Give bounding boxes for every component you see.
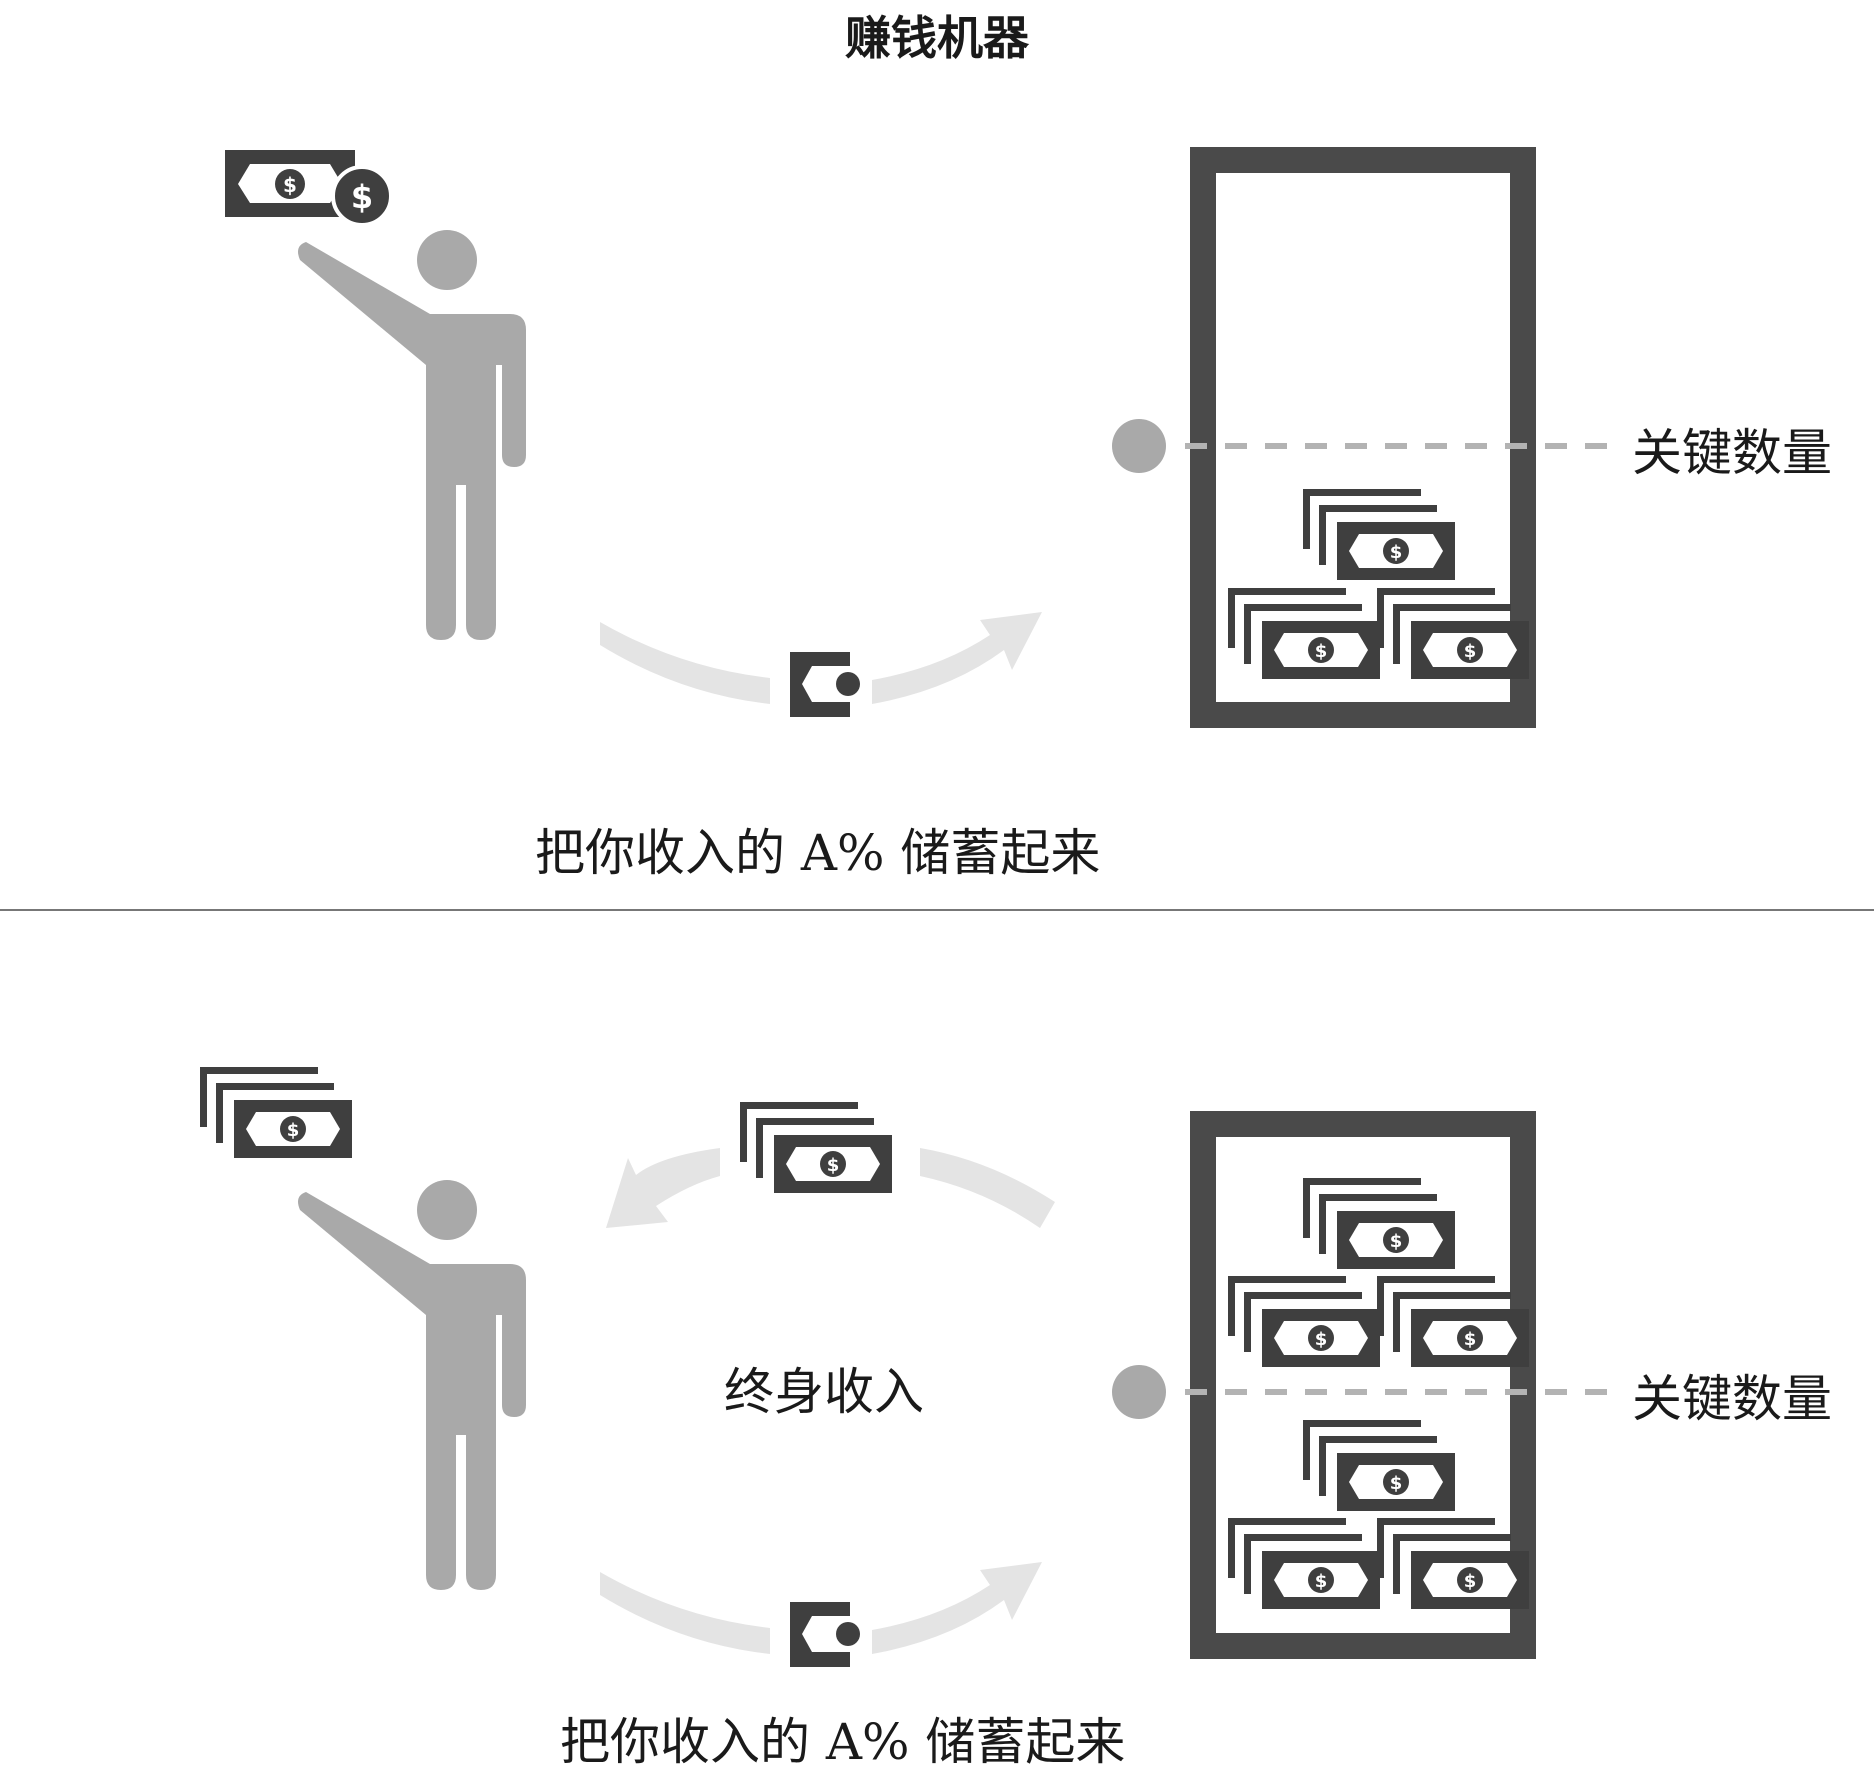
money-stack-icon-return xyxy=(740,1102,892,1193)
money-machine-box-2 xyxy=(1190,1111,1536,1659)
money-stack-icon xyxy=(1228,1276,1380,1367)
money-stack-icon-2 xyxy=(200,1067,352,1158)
money-machine-box-1 xyxy=(1190,147,1536,728)
person-figure-1 xyxy=(298,230,526,640)
svg-text:$: $ xyxy=(351,178,373,216)
caption-2: 把你收入的 A% 储蓄起来 xyxy=(560,1713,1126,1771)
money-bill-icon-arrow-2 xyxy=(790,1602,860,1667)
panel-divider xyxy=(0,909,1874,911)
svg-text:$: $ xyxy=(283,173,297,197)
money-bill-icon-arrow-1 xyxy=(790,652,860,717)
panel-2 xyxy=(200,1067,1610,1667)
money-stack-icon xyxy=(1303,1420,1455,1511)
key-marker-dot-1 xyxy=(1112,419,1166,473)
money-stack-icon xyxy=(1228,1518,1380,1609)
key-label-2: 关键数量 xyxy=(1632,1370,1832,1428)
money-stack-icon xyxy=(1303,489,1455,580)
person-figure-2 xyxy=(298,1180,526,1590)
diagram-title: 赚钱机器 xyxy=(845,11,1029,65)
money-stack-icon xyxy=(1228,588,1380,679)
money-stack-icon xyxy=(1303,1178,1455,1269)
money-stack-icon xyxy=(1377,1518,1529,1609)
return-label: 终身收入 xyxy=(724,1363,924,1421)
caption-1: 把你收入的 A% 储蓄起来 xyxy=(535,824,1101,882)
money-stack-icon xyxy=(1377,1276,1529,1367)
panel-1: $ $ xyxy=(225,147,1610,728)
key-label-1: 关键数量 xyxy=(1632,424,1832,482)
key-marker-dot-2 xyxy=(1112,1365,1166,1419)
money-stack-icon xyxy=(1377,588,1529,679)
money-bill-icon-1: $ $ xyxy=(225,150,393,227)
